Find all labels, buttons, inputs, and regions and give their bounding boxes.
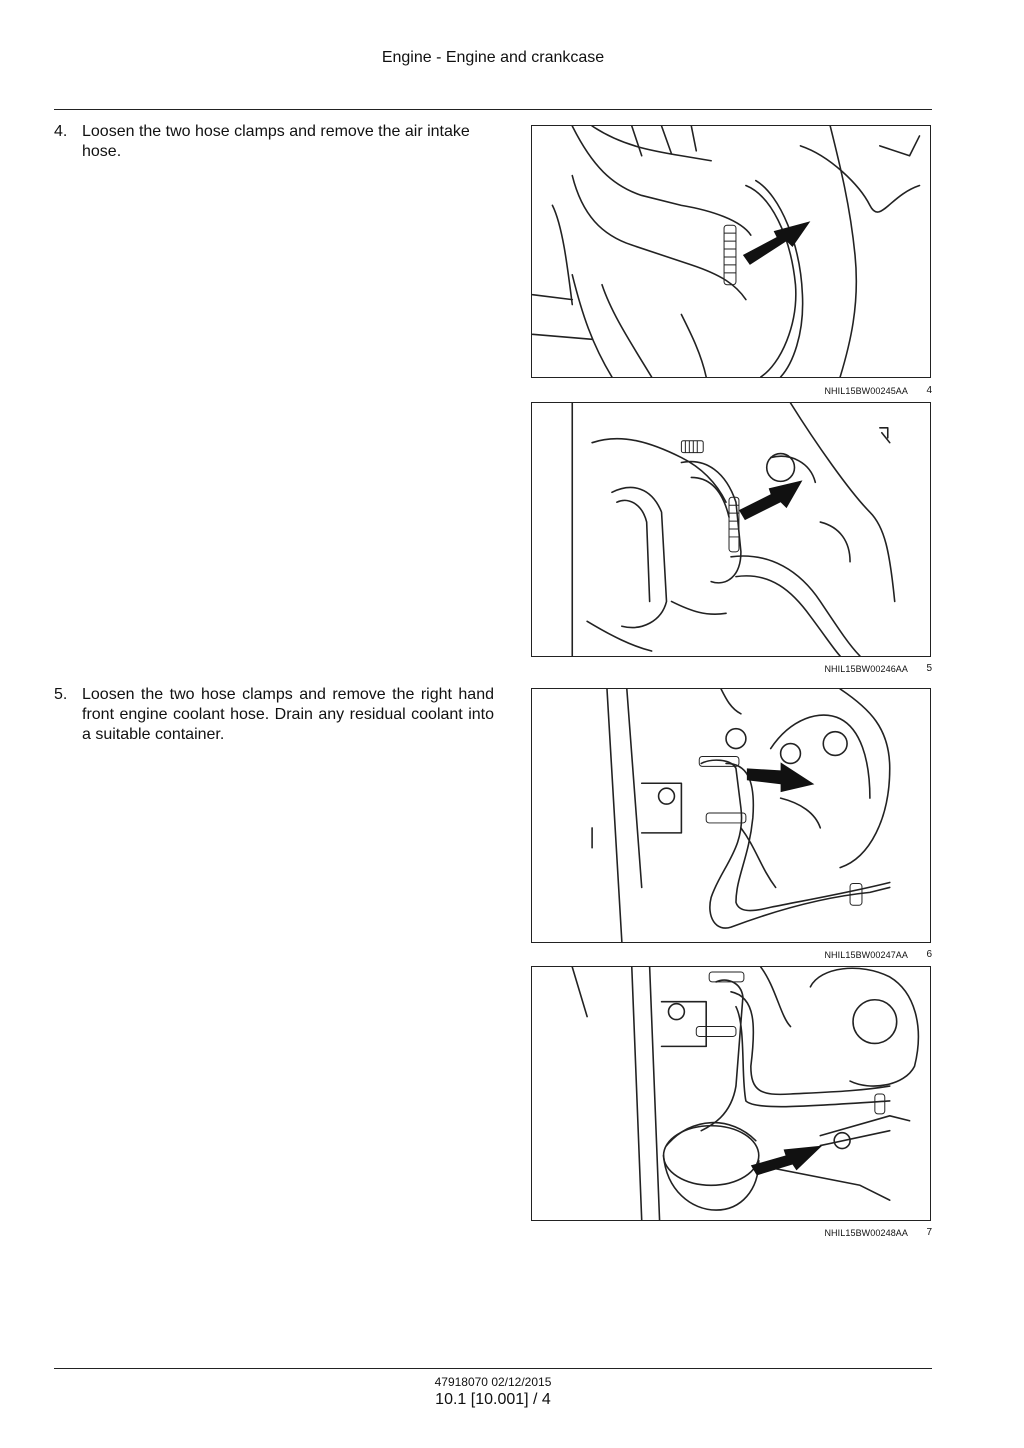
- figure-7-illustration: [531, 966, 931, 1221]
- figure-5-code: NHIL15BW00246AA: [824, 664, 908, 674]
- drain-container-illustration: [571, 967, 920, 1220]
- figure-5-number: 5: [926, 663, 932, 674]
- figure-6-illustration: [531, 688, 931, 943]
- figure-4-number: 4: [926, 385, 932, 396]
- footer-page-reference: 10.1 [10.001] / 4: [435, 1391, 551, 1408]
- air-intake-hose-illustration: [532, 126, 921, 377]
- page-header-title: Engine - Engine and crankcase: [381, 49, 605, 66]
- coolant-hose-illustration: [591, 689, 891, 942]
- figure-5-illustration: [531, 402, 931, 657]
- figure-7-code: NHIL15BW00248AA: [824, 1228, 908, 1238]
- step-5: 5. Loosen the two hose clamps and remove…: [54, 685, 494, 745]
- step-text: Loosen the two hose clamps and remove th…: [82, 123, 470, 160]
- figure-6-number: 6: [926, 949, 932, 960]
- step-4: 4. Loosen the two hose clamps and remove…: [54, 122, 494, 162]
- step-text: Loosen the two hose clamps and remove th…: [82, 686, 494, 743]
- header-divider: [54, 109, 932, 110]
- turbo-hose-clamp-illustration: [571, 403, 896, 656]
- figure-4-code: NHIL15BW00245AA: [824, 386, 908, 396]
- footer-document-id: 47918070 02/12/2015: [434, 1375, 552, 1389]
- step-number: 5.: [54, 686, 68, 703]
- footer-divider: [54, 1368, 932, 1369]
- figure-7-number: 7: [926, 1227, 932, 1238]
- figure-6-code: NHIL15BW00247AA: [824, 950, 908, 960]
- step-number: 4.: [54, 123, 68, 140]
- figure-4-illustration: [531, 125, 931, 378]
